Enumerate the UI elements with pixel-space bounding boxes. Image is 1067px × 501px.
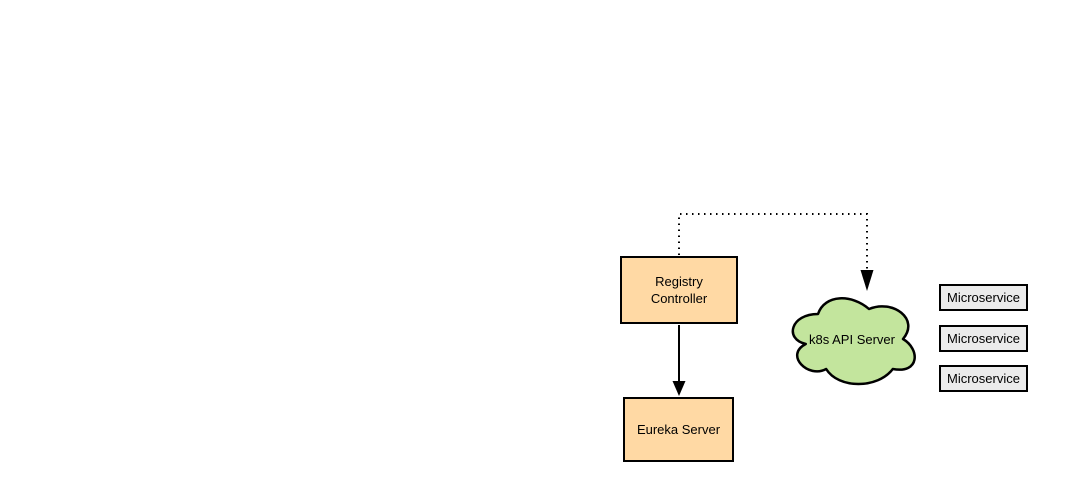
node-label: k8s API Server <box>809 331 895 347</box>
node-label: Microservice <box>947 371 1020 386</box>
node-eureka-server[interactable]: Eureka Server <box>623 397 734 462</box>
node-microservice-3[interactable]: Microservice <box>939 365 1028 392</box>
node-microservice-1[interactable]: Microservice <box>939 284 1028 311</box>
cloud-icon <box>791 297 916 386</box>
node-label: Registry Controller <box>650 274 708 306</box>
node-label: Microservice <box>947 290 1020 305</box>
edge-registry-to-eureka <box>672 325 686 396</box>
arrowhead-down-icon <box>860 270 874 291</box>
arrowhead-down-icon <box>672 381 686 396</box>
node-microservice-2[interactable]: Microservice <box>939 325 1028 352</box>
node-label: Microservice <box>947 331 1020 346</box>
node-label: Eureka Server <box>636 422 721 437</box>
node-k8s-api-server[interactable]: k8s API Server <box>784 289 920 389</box>
node-registry-controller[interactable]: Registry Controller <box>620 256 738 324</box>
